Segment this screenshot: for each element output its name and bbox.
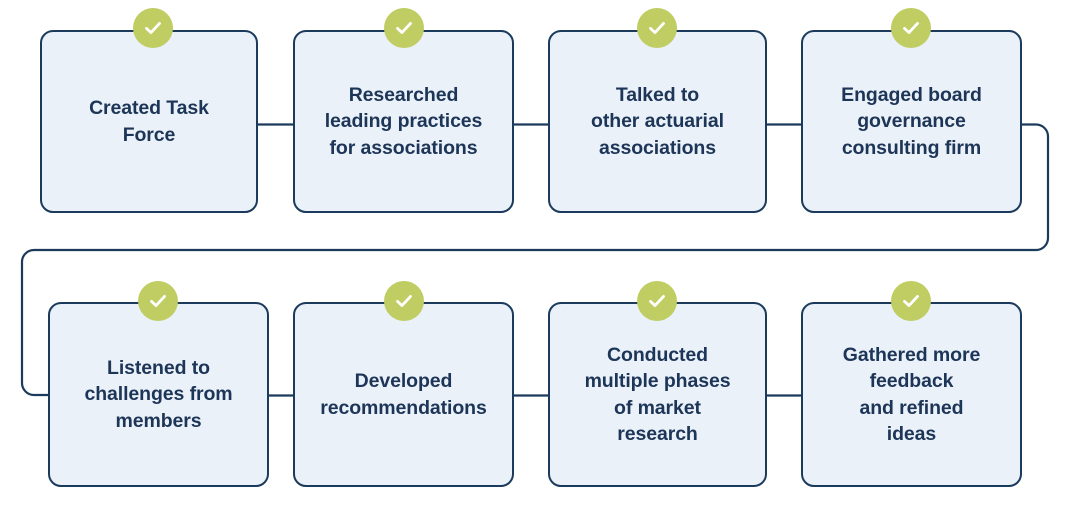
flow-node-label: Engaged board governance consulting firm xyxy=(841,84,982,159)
flow-node-label: Developed recommendations xyxy=(320,370,487,419)
flow-node-label: Talked to other actuarial associations xyxy=(591,84,724,159)
flow-node-label: Gathered more feedback and refined ideas xyxy=(842,344,981,445)
flow-node-label: Conducted multiple phases of market rese… xyxy=(584,344,731,445)
check-circle-icon xyxy=(133,8,173,48)
check-circle-icon xyxy=(384,8,424,48)
check-circle-icon xyxy=(637,8,677,48)
check-circle-icon xyxy=(384,281,424,321)
flow-node-step-4[interactable]: Engaged board governance consulting firm xyxy=(801,30,1022,213)
flow-node-step-6[interactable]: Developed recommendations xyxy=(293,302,514,487)
check-circle-icon xyxy=(138,281,178,321)
flow-node-step-1[interactable]: Created Task Force xyxy=(40,30,258,213)
check-circle-icon xyxy=(891,281,931,321)
flow-node-step-3[interactable]: Talked to other actuarial associations xyxy=(548,30,767,213)
flow-node-step-2[interactable]: Researched leading practices for associa… xyxy=(293,30,514,213)
check-circle-icon xyxy=(637,281,677,321)
flow-node-label: Created Task Force xyxy=(89,97,209,146)
flow-node-step-7[interactable]: Conducted multiple phases of market rese… xyxy=(548,302,767,487)
flow-node-step-5[interactable]: Listened to challenges from members xyxy=(48,302,269,487)
flow-node-label: Listened to challenges from members xyxy=(84,357,233,432)
flow-node-label: Researched leading practices for associa… xyxy=(324,84,483,159)
flow-node-step-8[interactable]: Gathered more feedback and refined ideas xyxy=(801,302,1022,487)
check-circle-icon xyxy=(891,8,931,48)
